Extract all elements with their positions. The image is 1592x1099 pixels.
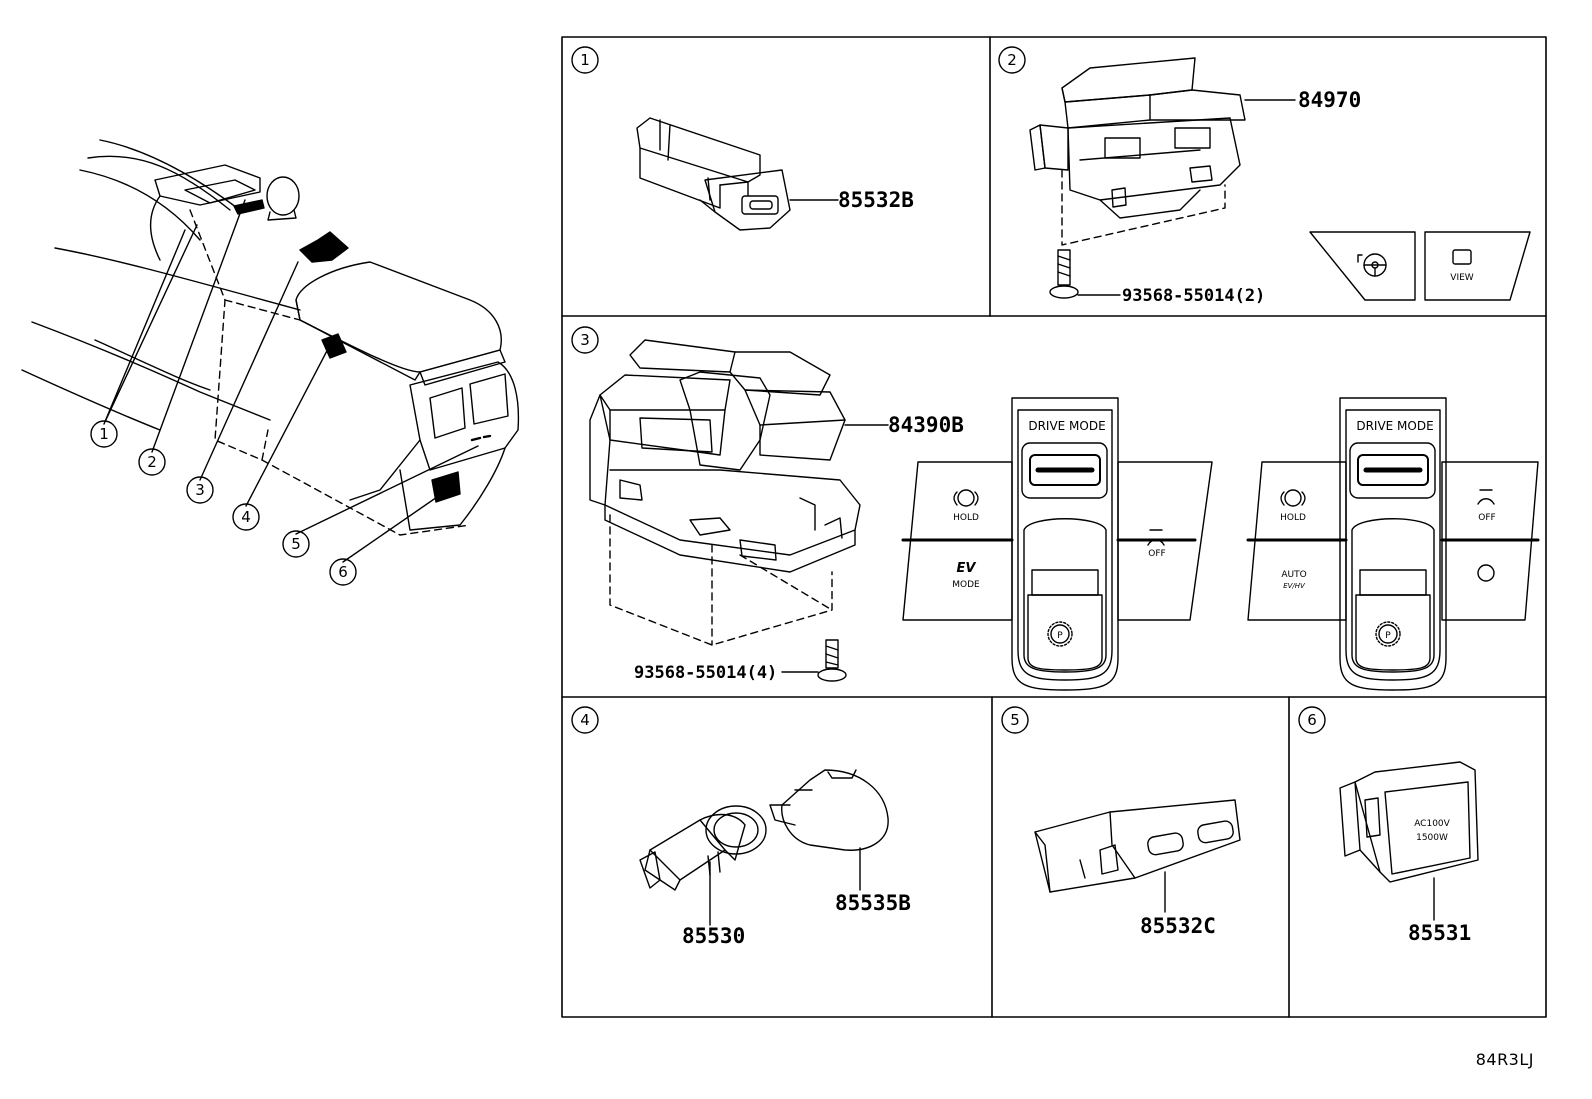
callout-5	[282, 530, 310, 558]
callout-1-label: 1	[99, 425, 109, 443]
panel-a-off-label: OFF	[1148, 549, 1165, 559]
part-85535b-cap	[769, 769, 889, 891]
panel-b-park-label: P	[1385, 631, 1391, 641]
part-number-93568-55014-4: 93568-55014(4)	[634, 663, 777, 683]
view-button	[1424, 231, 1531, 301]
callout-3	[186, 476, 214, 504]
part-number-85530: 85530	[682, 924, 745, 948]
screw-93568-4	[781, 639, 847, 682]
callout-4	[232, 503, 260, 531]
part-number-85531: 85531	[1408, 921, 1471, 945]
callout-5-label: 5	[291, 535, 301, 553]
console-overview-illustration	[21, 139, 520, 563]
panel-grid-frame	[561, 36, 1547, 1018]
panel-5-number-circle	[1001, 706, 1029, 734]
panel-6-number-circle	[1298, 706, 1326, 734]
panel-b-ev-hv-label: EV/HV	[1283, 582, 1306, 590]
outlet-voltage-label: AC100V	[1414, 819, 1450, 829]
callout-6-label: 6	[338, 563, 348, 581]
part-number-85532c: 85532C	[1140, 914, 1216, 938]
part-number-84970: 84970	[1298, 88, 1361, 112]
callout-2	[138, 448, 166, 476]
callout-2-label: 2	[147, 453, 157, 471]
screw-93568-2	[1049, 249, 1121, 299]
view-button-label: VIEW	[1450, 273, 1473, 283]
panel-b-off-label: OFF	[1478, 513, 1495, 523]
steering-assist-button	[1309, 231, 1416, 301]
panel-b-hold-label: HOLD	[1280, 513, 1306, 523]
panel-3-number-circle	[571, 326, 599, 354]
part-number-93568-55014-2: 93568-55014(2)	[1122, 286, 1265, 306]
part-85531-ac-outlet	[1339, 761, 1479, 921]
part-84390b-drive-mode-switch	[589, 339, 889, 646]
drive-mode-panel-b	[1246, 397, 1540, 691]
part-85530-socket	[639, 805, 767, 926]
panel-b-auto-label: AUTO	[1281, 570, 1306, 580]
panel-a-ev-label: EV	[957, 561, 977, 576]
panel-a-hold-label: HOLD	[953, 513, 979, 523]
drive-mode-panel-a	[901, 397, 1213, 691]
panel-6-number: 6	[1307, 711, 1317, 729]
illustration-code: 84R3LJ	[1475, 1050, 1534, 1069]
panel-2-number: 2	[1007, 51, 1017, 69]
panel-5-number: 5	[1010, 711, 1020, 729]
part-85532c-usb-port	[1034, 799, 1241, 913]
callout-6	[329, 558, 357, 586]
part-number-84390b: 84390B	[888, 413, 964, 437]
panel-a-mode-label: MODE	[952, 580, 980, 590]
panel-1-number-circle	[571, 46, 599, 74]
outlet-wattage-label: 1500W	[1416, 833, 1448, 843]
panel-b-drive-mode-label: DRIVE MODE	[1356, 419, 1433, 433]
part-85532b-usb-port	[636, 117, 839, 231]
part-number-85532b: 85532B	[838, 188, 914, 212]
callout-1	[90, 420, 118, 448]
panel-1-number: 1	[580, 51, 590, 69]
callout-3-label: 3	[195, 481, 205, 499]
panel-3-number: 3	[580, 331, 590, 349]
panel-4-number-circle	[571, 706, 599, 734]
panel-4-number: 4	[580, 711, 590, 729]
part-number-85535b: 85535B	[835, 891, 911, 915]
callout-4-label: 4	[241, 508, 251, 526]
panel-a-drive-mode-label: DRIVE MODE	[1028, 419, 1105, 433]
panel-2-number-circle	[998, 46, 1026, 74]
part-84970-switch-assembly	[1029, 57, 1296, 246]
panel-a-park-label: P	[1057, 631, 1063, 641]
